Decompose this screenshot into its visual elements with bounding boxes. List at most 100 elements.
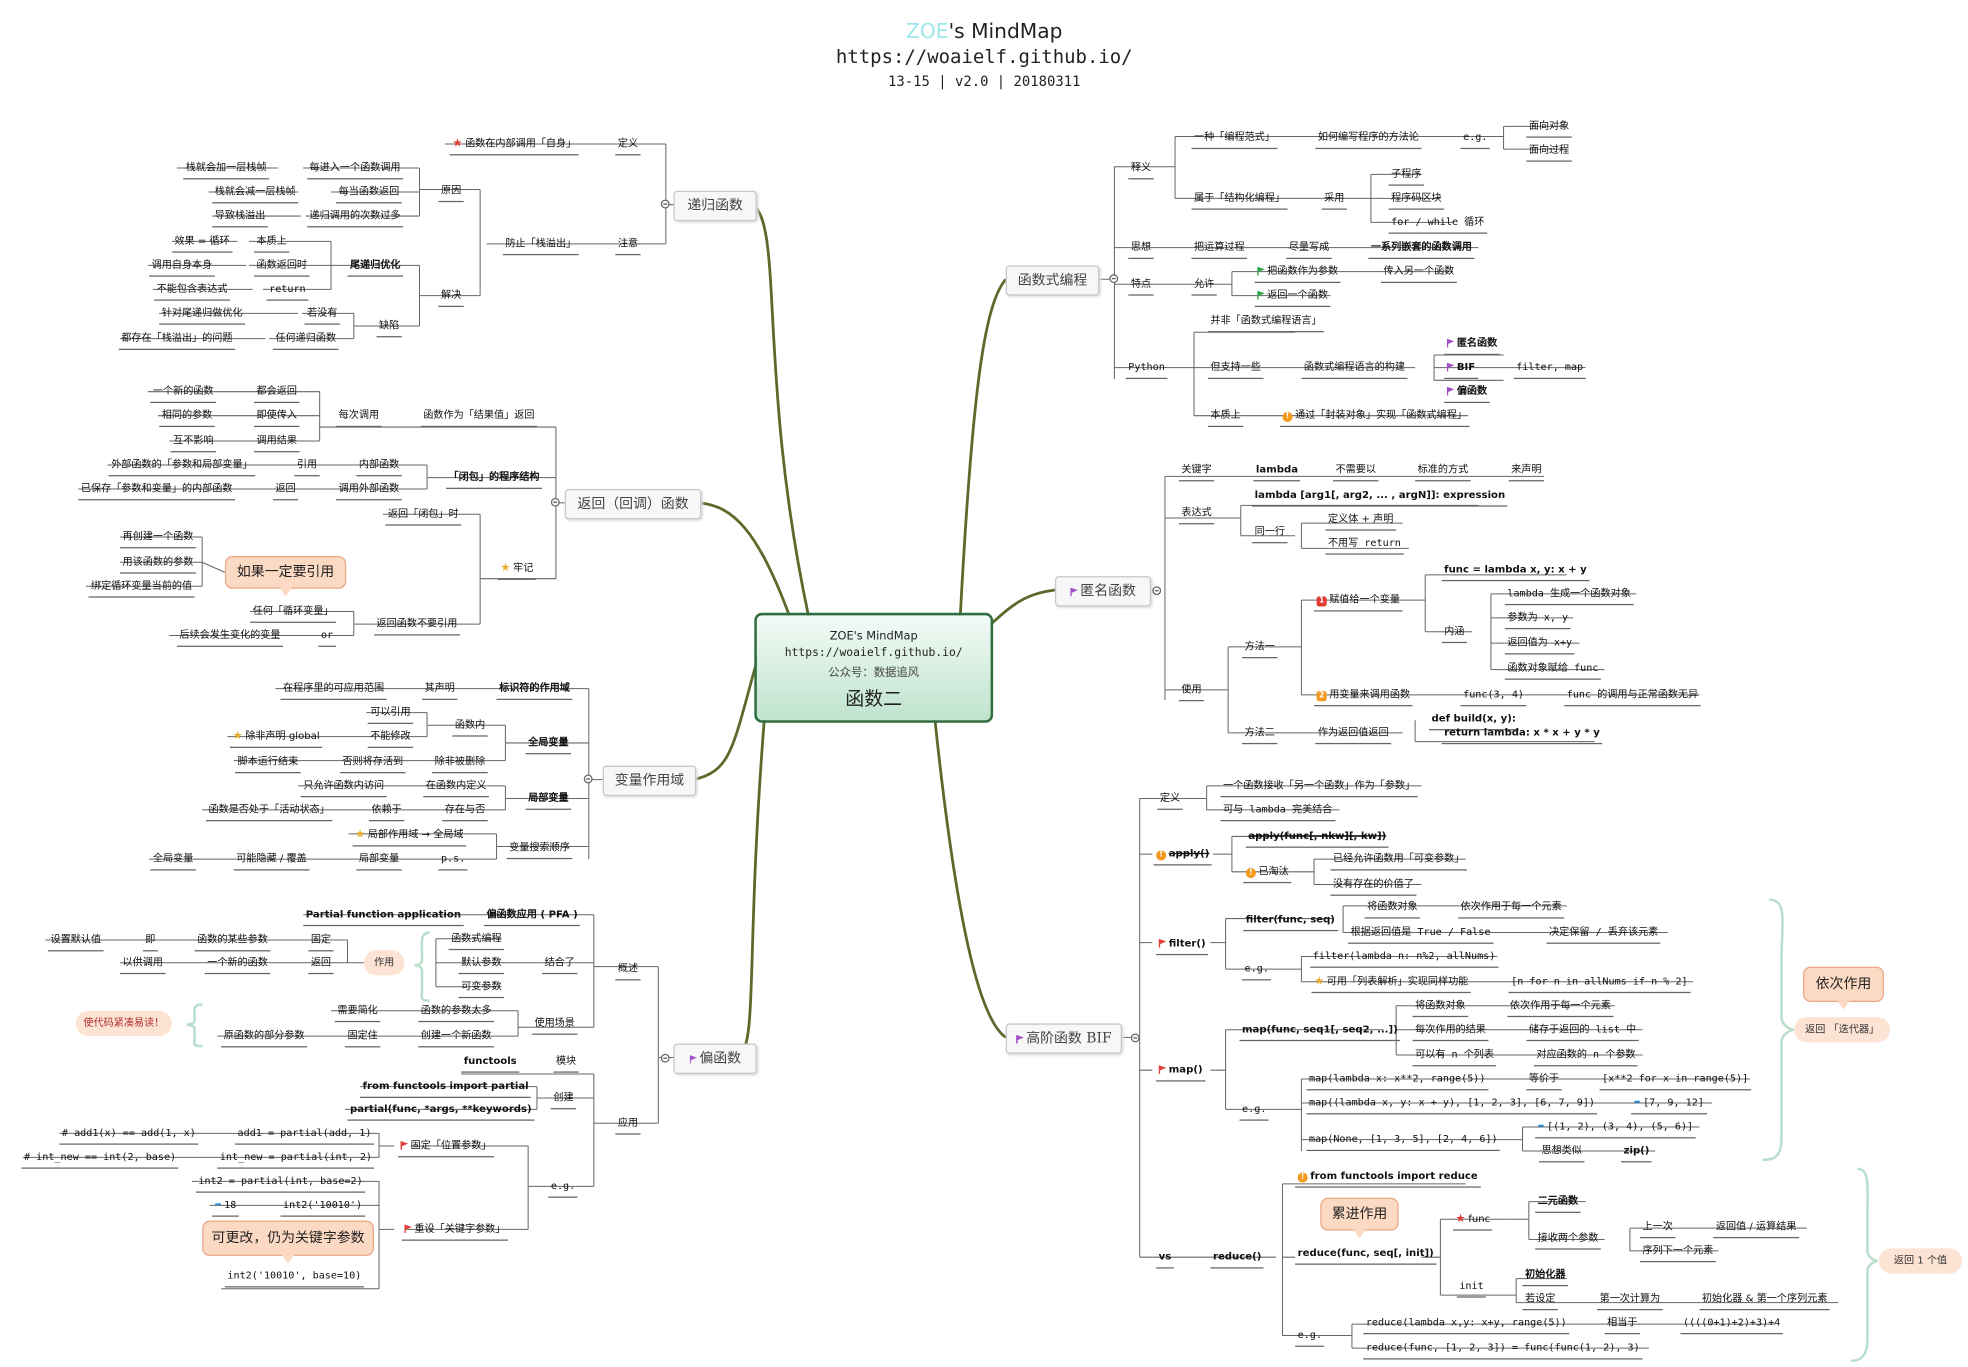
topic-higher-order-bif[interactable]: 高阶函数 BIF <box>1005 1023 1122 1054</box>
node-underline <box>615 1133 641 1135</box>
node-underline <box>1504 603 1634 606</box>
node: 将函数对象 <box>1364 901 1421 919</box>
node-underline <box>1368 257 1475 260</box>
collapse-toggle[interactable] <box>1152 586 1162 596</box>
node-underline <box>1604 1332 1641 1335</box>
node-underline <box>1412 1039 1489 1042</box>
node-underline <box>183 178 270 180</box>
node-underline <box>542 972 578 975</box>
node-underline <box>438 869 468 871</box>
node-underline <box>253 425 300 428</box>
node-underline <box>1640 1236 1676 1239</box>
node-underline <box>88 596 195 598</box>
node: 局部变量 <box>525 792 572 810</box>
node: filter(func, seq) <box>1243 914 1338 932</box>
node: 内部函数 <box>356 459 402 477</box>
node-underline <box>1253 480 1301 482</box>
topic-anonymous-function[interactable]: 匿名函数 <box>1055 576 1152 607</box>
topic-variable-scope[interactable]: 变量作用域 <box>602 765 697 797</box>
node-underline <box>159 425 215 428</box>
topic-partial-function[interactable]: 偏函数 <box>673 1043 757 1074</box>
central-topic[interactable]: ZOE's MindMap https://woaielf.github.io/… <box>754 612 994 723</box>
node: 每次作用的结果 <box>1412 1023 1489 1042</box>
node-underline <box>1535 1211 1581 1213</box>
node: 依次作用于每一个元素 <box>1458 901 1565 919</box>
node-underline <box>1207 331 1325 333</box>
node: 互不影响 <box>170 435 217 453</box>
node-underline <box>1599 1089 1751 1091</box>
node: 方法一 <box>1242 641 1278 659</box>
node: ★可用「列表解析」实现同样功能 <box>1311 975 1471 994</box>
node: 变量搜索顺序 <box>506 841 573 860</box>
node: [n for n in allNums if n % 2] <box>1508 975 1691 994</box>
star-icon: ★ <box>355 828 366 842</box>
node-underline <box>1504 653 1575 655</box>
node: zip() <box>1621 1145 1652 1163</box>
node: func = lambda x, y: x + y <box>1441 564 1590 582</box>
node: 每进入一个函数调用 <box>307 162 404 180</box>
node-underline <box>149 275 215 277</box>
node-underline <box>253 401 300 404</box>
topic-recursion[interactable]: 递归函数 <box>673 190 757 222</box>
node: 思想 <box>1128 241 1154 260</box>
node-underline <box>1325 553 1404 555</box>
node: 需要简化 <box>334 1004 381 1023</box>
node: BIF <box>1444 361 1478 380</box>
node: 偏函数应用 ( PFA ) <box>483 908 581 927</box>
node-underline <box>1460 705 1527 707</box>
node-underline <box>21 1167 179 1169</box>
header-url[interactable]: https://woaielf.github.io/ <box>835 45 1133 69</box>
collapse-toggle[interactable] <box>660 1053 670 1063</box>
topic-return-function[interactable]: 返回（回调）函数 <box>564 488 702 520</box>
node: 决定保留 / 丢弃该元素 <box>1546 926 1661 944</box>
node-underline <box>150 869 196 871</box>
node-underline <box>212 226 268 228</box>
node-underline <box>1526 136 1572 138</box>
node-underline <box>1526 1039 1639 1042</box>
node: e.g. <box>1295 1329 1325 1347</box>
node-underline <box>300 796 387 798</box>
node: 函数式编程语言的构建 <box>1301 361 1408 380</box>
node-underline <box>1364 917 1421 919</box>
node: lambda [arg1[, arg2, ... , argN]]: expre… <box>1252 489 1508 507</box>
node-underline <box>266 299 309 301</box>
green-flag-icon <box>1257 266 1265 276</box>
node-underline <box>120 572 196 574</box>
center-title: ZOE's MindMap <box>829 630 918 644</box>
node: 任何递归函数 <box>272 332 339 350</box>
collapse-toggle[interactable] <box>1130 1033 1140 1043</box>
node-underline <box>1388 232 1487 234</box>
node: 缺陷 <box>376 320 402 338</box>
collapse-toggle[interactable] <box>583 774 593 784</box>
node: 程序码区块 <box>1388 192 1445 210</box>
node: 面向过程 <box>1526 144 1572 162</box>
node-underline <box>1128 257 1154 260</box>
node-underline <box>446 487 543 489</box>
node: 定义 <box>1157 792 1183 810</box>
node-underline <box>1128 178 1154 180</box>
node-underline <box>142 950 158 952</box>
node: 外部函数的「参数和局部变量」 <box>108 459 256 477</box>
node-underline <box>1220 820 1335 822</box>
node-underline <box>1535 1137 1696 1139</box>
node-underline <box>224 1286 364 1288</box>
node: ★函数在内部调用「自身」 <box>449 138 579 156</box>
collapse-toggle[interactable] <box>550 497 560 507</box>
node: filter() <box>1156 938 1209 956</box>
collapse-toggle[interactable] <box>1109 274 1119 284</box>
collapse-toggle[interactable] <box>660 199 670 209</box>
node-underline <box>1538 1161 1585 1163</box>
node-underline <box>1207 425 1244 428</box>
node-underline <box>250 621 337 623</box>
node-underline <box>360 1096 532 1098</box>
topic-functional-programming[interactable]: 函数式编程 <box>1005 265 1100 296</box>
purple-flag-icon <box>1446 362 1455 372</box>
node: 在程序里的可应用范围 <box>280 682 387 700</box>
node: 存在与否 <box>442 804 488 822</box>
returns-one-value-pill: 返回 1 个值 <box>1878 1248 1963 1274</box>
node-underline <box>1239 1039 1401 1042</box>
node: 可以引用 <box>367 706 414 724</box>
node-underline <box>1564 705 1701 707</box>
node-underline <box>272 348 339 350</box>
